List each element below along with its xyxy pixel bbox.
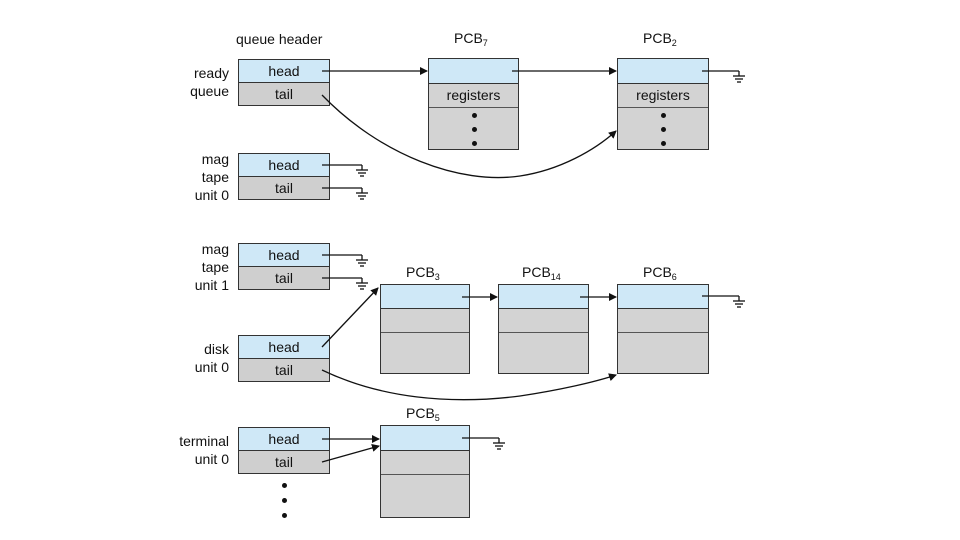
mag-tape-0-head-cell: head xyxy=(238,153,330,177)
ready-tail-arrow xyxy=(321,94,617,179)
label-line: ready xyxy=(193,65,229,81)
terminal-head-cell: head xyxy=(238,427,330,451)
ellipsis-dot xyxy=(661,113,666,118)
ellipsis-dot xyxy=(661,141,666,146)
label-line: unit 0 xyxy=(194,359,229,375)
ellipsis-dot xyxy=(661,127,666,132)
label-line: tape xyxy=(201,259,229,275)
more-queues-dot xyxy=(282,513,287,518)
pcb-5-block xyxy=(380,425,470,518)
null-pointer-icon xyxy=(702,295,745,308)
null-pointer-icon xyxy=(322,164,368,177)
label-mag-tape-unit-1: mag tape unit 1 xyxy=(150,240,229,294)
ready-queue-head-cell: head xyxy=(238,59,330,83)
label-mag-tape-unit-0: mag tape unit 0 xyxy=(150,150,229,204)
label-ready-queue: ready queue xyxy=(150,64,229,100)
queue-header-caption: queue header xyxy=(236,31,323,47)
more-queues-dot xyxy=(282,483,287,488)
label-line: unit 0 xyxy=(194,187,229,203)
pcb-2-registers: registers xyxy=(618,83,708,108)
label-line: mag xyxy=(201,151,229,167)
pcb-2-caption: PCB2 xyxy=(643,30,677,48)
pcb-7-caption: PCB7 xyxy=(454,30,488,48)
terminal-tail-arrow xyxy=(321,444,380,463)
null-pointer-icon xyxy=(322,187,368,200)
pcb-14-caption: PCB14 xyxy=(522,264,561,282)
label-disk-unit-0: disk unit 0 xyxy=(150,340,229,376)
label-line: unit 1 xyxy=(194,277,229,293)
disk-head-cell: head xyxy=(238,335,330,359)
label-line: terminal xyxy=(179,433,229,449)
disk-head-arrow xyxy=(321,287,379,348)
null-pointer-icon xyxy=(702,70,745,83)
pcb-3-block xyxy=(380,284,470,374)
ready-queue-tail-cell: tail xyxy=(238,82,330,106)
disk-tail-cell: tail xyxy=(238,358,330,382)
disk-tail-arrow xyxy=(321,369,617,401)
null-pointer-icon xyxy=(462,437,505,450)
label-line: disk xyxy=(204,341,229,357)
pcb-2-block: registers xyxy=(617,58,709,150)
pcb-6-caption: PCB6 xyxy=(643,264,677,282)
null-pointer-icon xyxy=(322,277,368,290)
terminal-tail-cell: tail xyxy=(238,450,330,474)
label-line: mag xyxy=(201,241,229,257)
label-terminal-unit-0: terminal unit 0 xyxy=(150,432,229,468)
mag-tape-1-tail-cell: tail xyxy=(238,266,330,290)
label-line: queue xyxy=(190,83,229,99)
label-line: unit 0 xyxy=(194,451,229,467)
pcb-7-registers: registers xyxy=(429,83,518,108)
ellipsis-dot xyxy=(472,127,477,132)
pcb-6-block xyxy=(617,284,709,374)
more-queues-dot xyxy=(282,498,287,503)
pcb-7-block: registers xyxy=(428,58,519,150)
null-pointer-icon xyxy=(322,254,368,267)
label-line: tape xyxy=(201,169,229,185)
ellipsis-dot xyxy=(472,113,477,118)
pcb-5-caption: PCB5 xyxy=(406,405,440,423)
mag-tape-0-tail-cell: tail xyxy=(238,176,330,200)
pcb-3-caption: PCB3 xyxy=(406,264,440,282)
ellipsis-dot xyxy=(472,141,477,146)
pcb-14-block xyxy=(498,284,589,374)
